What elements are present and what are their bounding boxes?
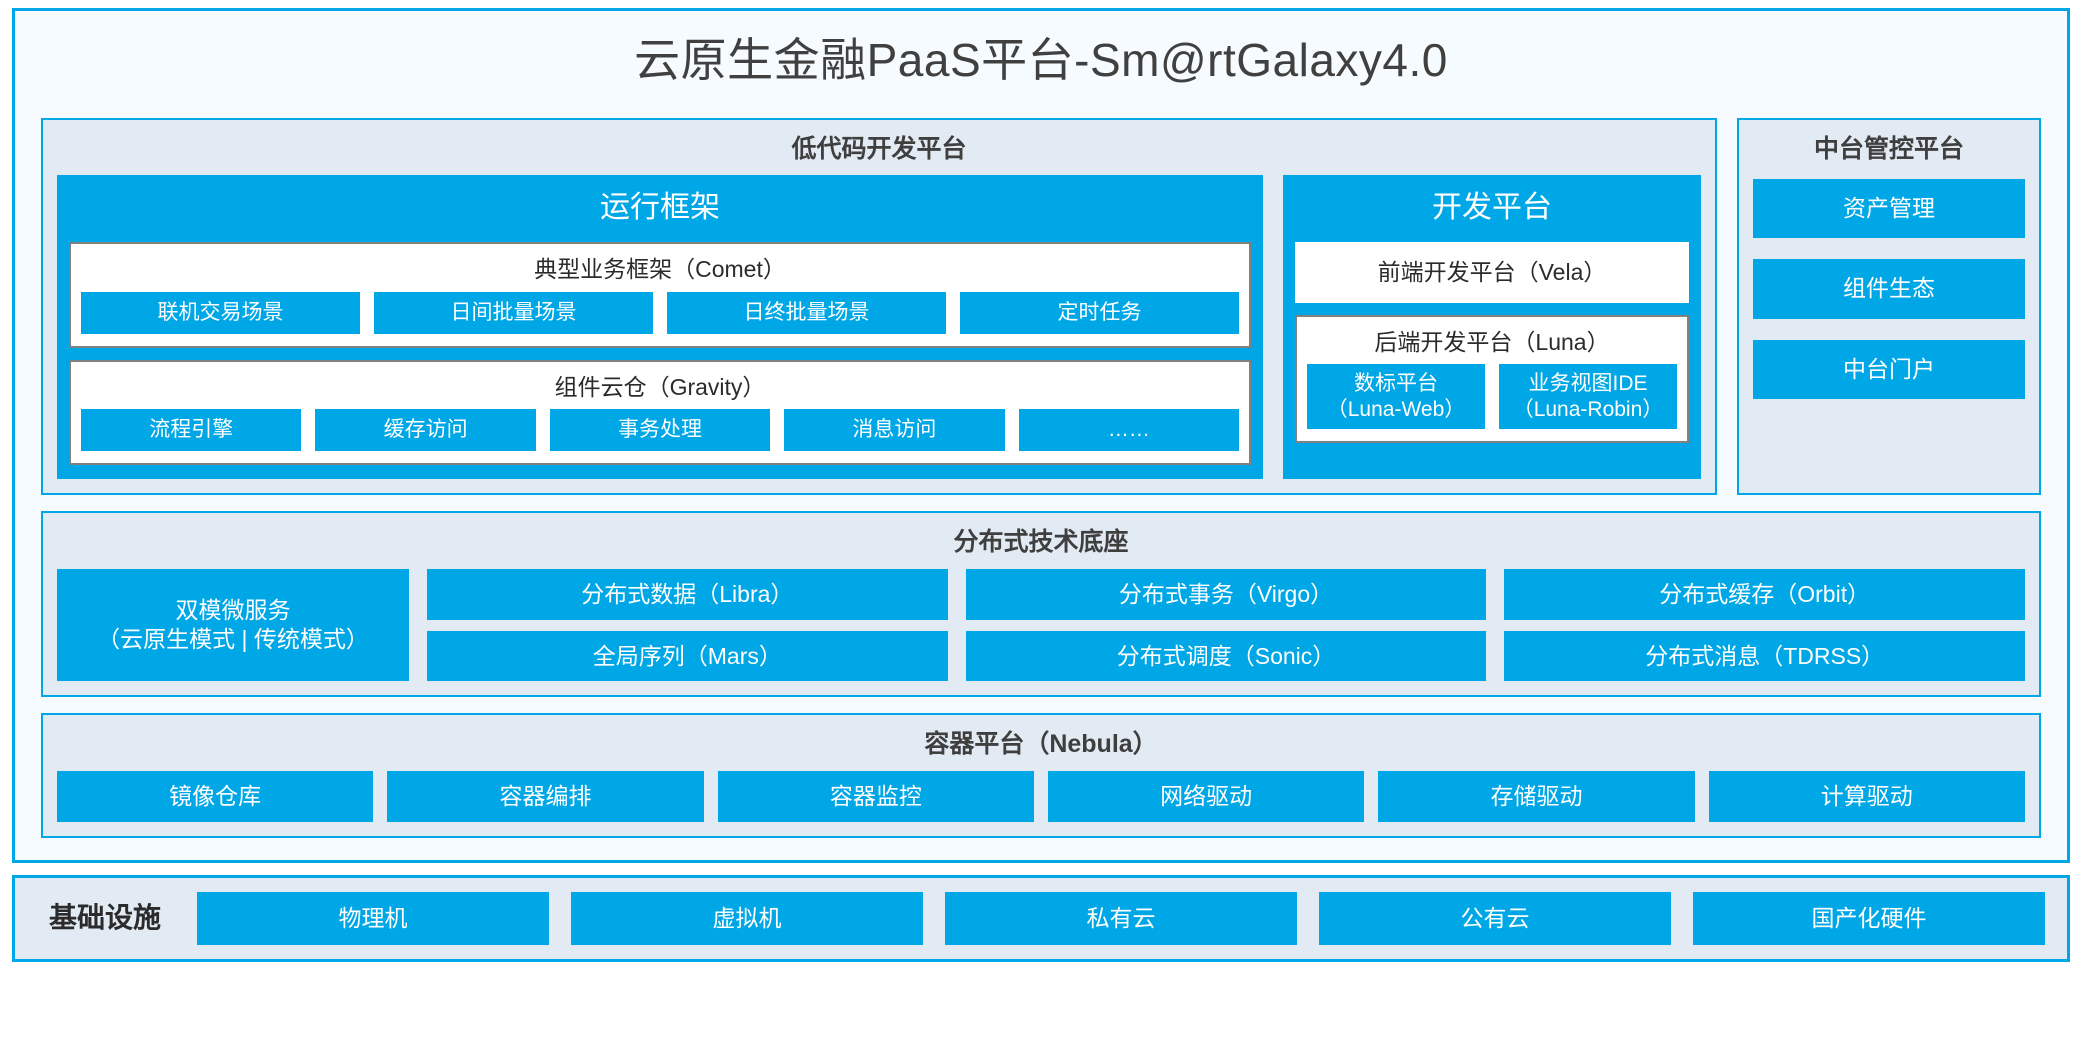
container-item-monitoring[interactable]: 容器监控 — [717, 770, 1034, 823]
lowcode-platform-panel: 低代码开发平台 运行框架 典型业务框架（Comet） 联机交易场景 日间批量场景… — [41, 117, 1717, 496]
runtime-framework-title: 运行框架 — [600, 191, 720, 225]
gravity-item-process-engine[interactable]: 流程引擎 — [81, 409, 302, 452]
upper-row: 低代码开发平台 运行框架 典型业务框架（Comet） 联机交易场景 日间批量场景… — [41, 117, 2041, 496]
gravity-item-more[interactable]: …… — [1018, 409, 1240, 452]
tech-base-col-1: 分布式数据（Libra） 全局序列（Mars） — [427, 568, 948, 682]
container-platform-panel: 容器平台（Nebula） 镜像仓库 容器编排 容器监控 网络驱动 存储驱动 计算… — [41, 713, 2041, 839]
container-platform-grid: 镜像仓库 容器编排 容器监控 网络驱动 存储驱动 计算驱动 — [57, 770, 2025, 823]
comet-chip-row: 联机交易场景 日间批量场景 日终批量场景 定时任务 — [81, 291, 1239, 334]
lowcode-platform-body: 运行框架 典型业务框架（Comet） 联机交易场景 日间批量场景 日终批量场景 … — [57, 175, 1701, 480]
frontend-platform-vela[interactable]: 前端开发平台（Vela） — [1295, 242, 1689, 303]
tech-base-col-3: 分布式缓存（Orbit） 分布式消息（TDRSS） — [1504, 568, 2026, 682]
tech-base-item-dual-mode-microservice[interactable]: 双模微服务 （云原生模式 | 传统模式） — [57, 568, 409, 682]
container-item-network-driver[interactable]: 网络驱动 — [1047, 770, 1365, 823]
gravity-item-message-access[interactable]: 消息访问 — [784, 409, 1005, 452]
backend-platform-luna-title: 后端开发平台（Luna） — [1374, 328, 1610, 355]
development-platform-title: 开发平台 — [1432, 191, 1552, 225]
gravity-chip-row: 流程引擎 缓存访问 事务处理 消息访问 …… — [81, 409, 1240, 452]
gravity-group-title: 组件云仓（Gravity） — [554, 373, 766, 400]
tech-base-item-sonic[interactable]: 分布式调度（Sonic） — [965, 630, 1487, 682]
infra-item-domestic-hardware[interactable]: 国产化硬件 — [1693, 892, 2046, 946]
infra-item-public-cloud[interactable]: 公有云 — [1319, 892, 1672, 946]
infra-item-physical-machine[interactable]: 物理机 — [197, 892, 550, 946]
luna-chip-row: 数标平台 （Luna-Web） 业务视图IDE （Luna-Robin） — [1307, 363, 1677, 430]
luna-web-line2: （Luna-Web） — [1326, 397, 1466, 421]
microservice-line2: （云原生模式 | 传统模式） — [97, 626, 369, 652]
control-item-portal[interactable]: 中台门户 — [1753, 339, 2025, 399]
control-platform-list: 资产管理 组件生态 中台门户 — [1753, 175, 2025, 399]
infra-item-virtual-machine[interactable]: 虚拟机 — [571, 892, 924, 946]
tech-base-item-orbit[interactable]: 分布式缓存（Orbit） — [1504, 568, 2026, 620]
development-platform-card: 开发平台 前端开发平台（Vela） 后端开发平台（Luna） 数标平台 （Lun… — [1283, 175, 1701, 480]
backend-platform-luna-group: 后端开发平台（Luna） 数标平台 （Luna-Web） 业务视图IDE （Lu… — [1295, 314, 1689, 444]
comet-item-online-transaction[interactable]: 联机交易场景 — [81, 291, 360, 334]
comet-item-scheduled-task[interactable]: 定时任务 — [960, 291, 1239, 334]
comet-item-eod-batch[interactable]: 日终批量场景 — [667, 291, 946, 334]
luna-robin-line2: （Luna-Robin） — [1512, 397, 1664, 421]
gravity-item-cache-access[interactable]: 缓存访问 — [315, 409, 536, 452]
control-platform-panel: 中台管控平台 资产管理 组件生态 中台门户 — [1737, 117, 2041, 496]
tech-base-title: 分布式技术底座 — [953, 528, 1129, 557]
control-item-asset-management[interactable]: 资产管理 — [1753, 179, 2025, 239]
comet-group-title: 典型业务框架（Comet） — [534, 256, 786, 283]
comet-group: 典型业务框架（Comet） 联机交易场景 日间批量场景 日终批量场景 定时任务 — [69, 242, 1251, 348]
luna-item-luna-robin[interactable]: 业务视图IDE （Luna-Robin） — [1499, 363, 1677, 430]
container-item-storage-driver[interactable]: 存储驱动 — [1378, 770, 1695, 823]
lowcode-platform-title: 低代码开发平台 — [791, 134, 967, 163]
infra-item-private-cloud[interactable]: 私有云 — [945, 892, 1298, 946]
luna-item-luna-web[interactable]: 数标平台 （Luna-Web） — [1307, 363, 1485, 430]
container-item-image-registry[interactable]: 镜像仓库 — [57, 770, 374, 823]
container-item-compute-driver[interactable]: 计算驱动 — [1708, 770, 2025, 823]
microservice-line1: 双模微服务 — [175, 597, 291, 624]
tech-base-item-libra[interactable]: 分布式数据（Libra） — [427, 568, 948, 620]
luna-web-line1: 数标平台 — [1354, 371, 1438, 395]
tech-base-col-microservice: 双模微服务 （云原生模式 | 传统模式） — [57, 568, 409, 682]
tech-base-col-2: 分布式事务（Virgo） 分布式调度（Sonic） — [965, 568, 1487, 682]
infrastructure-panel: 基础设施 物理机 虚拟机 私有云 公有云 国产化硬件 — [12, 875, 2070, 963]
tech-base-item-virgo[interactable]: 分布式事务（Virgo） — [965, 568, 1487, 620]
platform-frame: 云原生金融PaaS平台-Sm@rtGalaxy4.0 低代码开发平台 运行框架 … — [12, 8, 2070, 864]
comet-item-intraday-batch[interactable]: 日间批量场景 — [374, 291, 653, 334]
runtime-framework-card: 运行框架 典型业务框架（Comet） 联机交易场景 日间批量场景 日终批量场景 … — [57, 175, 1263, 480]
container-platform-title: 容器平台（Nebula） — [924, 730, 1158, 759]
control-item-component-ecosystem[interactable]: 组件生态 — [1753, 259, 2025, 319]
tech-base-item-tdrss[interactable]: 分布式消息（TDRSS） — [1504, 630, 2026, 682]
infrastructure-label: 基础设施 — [49, 902, 162, 934]
gravity-group: 组件云仓（Gravity） 流程引擎 缓存访问 事务处理 消息访问 …… — [69, 359, 1251, 466]
gravity-item-transaction-processing[interactable]: 事务处理 — [549, 409, 771, 452]
luna-robin-line1: 业务视图IDE — [1528, 371, 1648, 395]
container-item-orchestration[interactable]: 容器编排 — [387, 770, 704, 823]
page-title: 云原生金融PaaS平台-Sm@rtGalaxy4.0 — [634, 34, 1448, 86]
control-platform-title: 中台管控平台 — [1813, 134, 1964, 163]
tech-base-item-mars[interactable]: 全局序列（Mars） — [427, 630, 948, 682]
tech-base-panel: 分布式技术底座 双模微服务 （云原生模式 | 传统模式） 分布式数据（Libra… — [41, 511, 2041, 698]
tech-base-grid: 双模微服务 （云原生模式 | 传统模式） 分布式数据（Libra） 全局序列（M… — [57, 568, 2026, 682]
